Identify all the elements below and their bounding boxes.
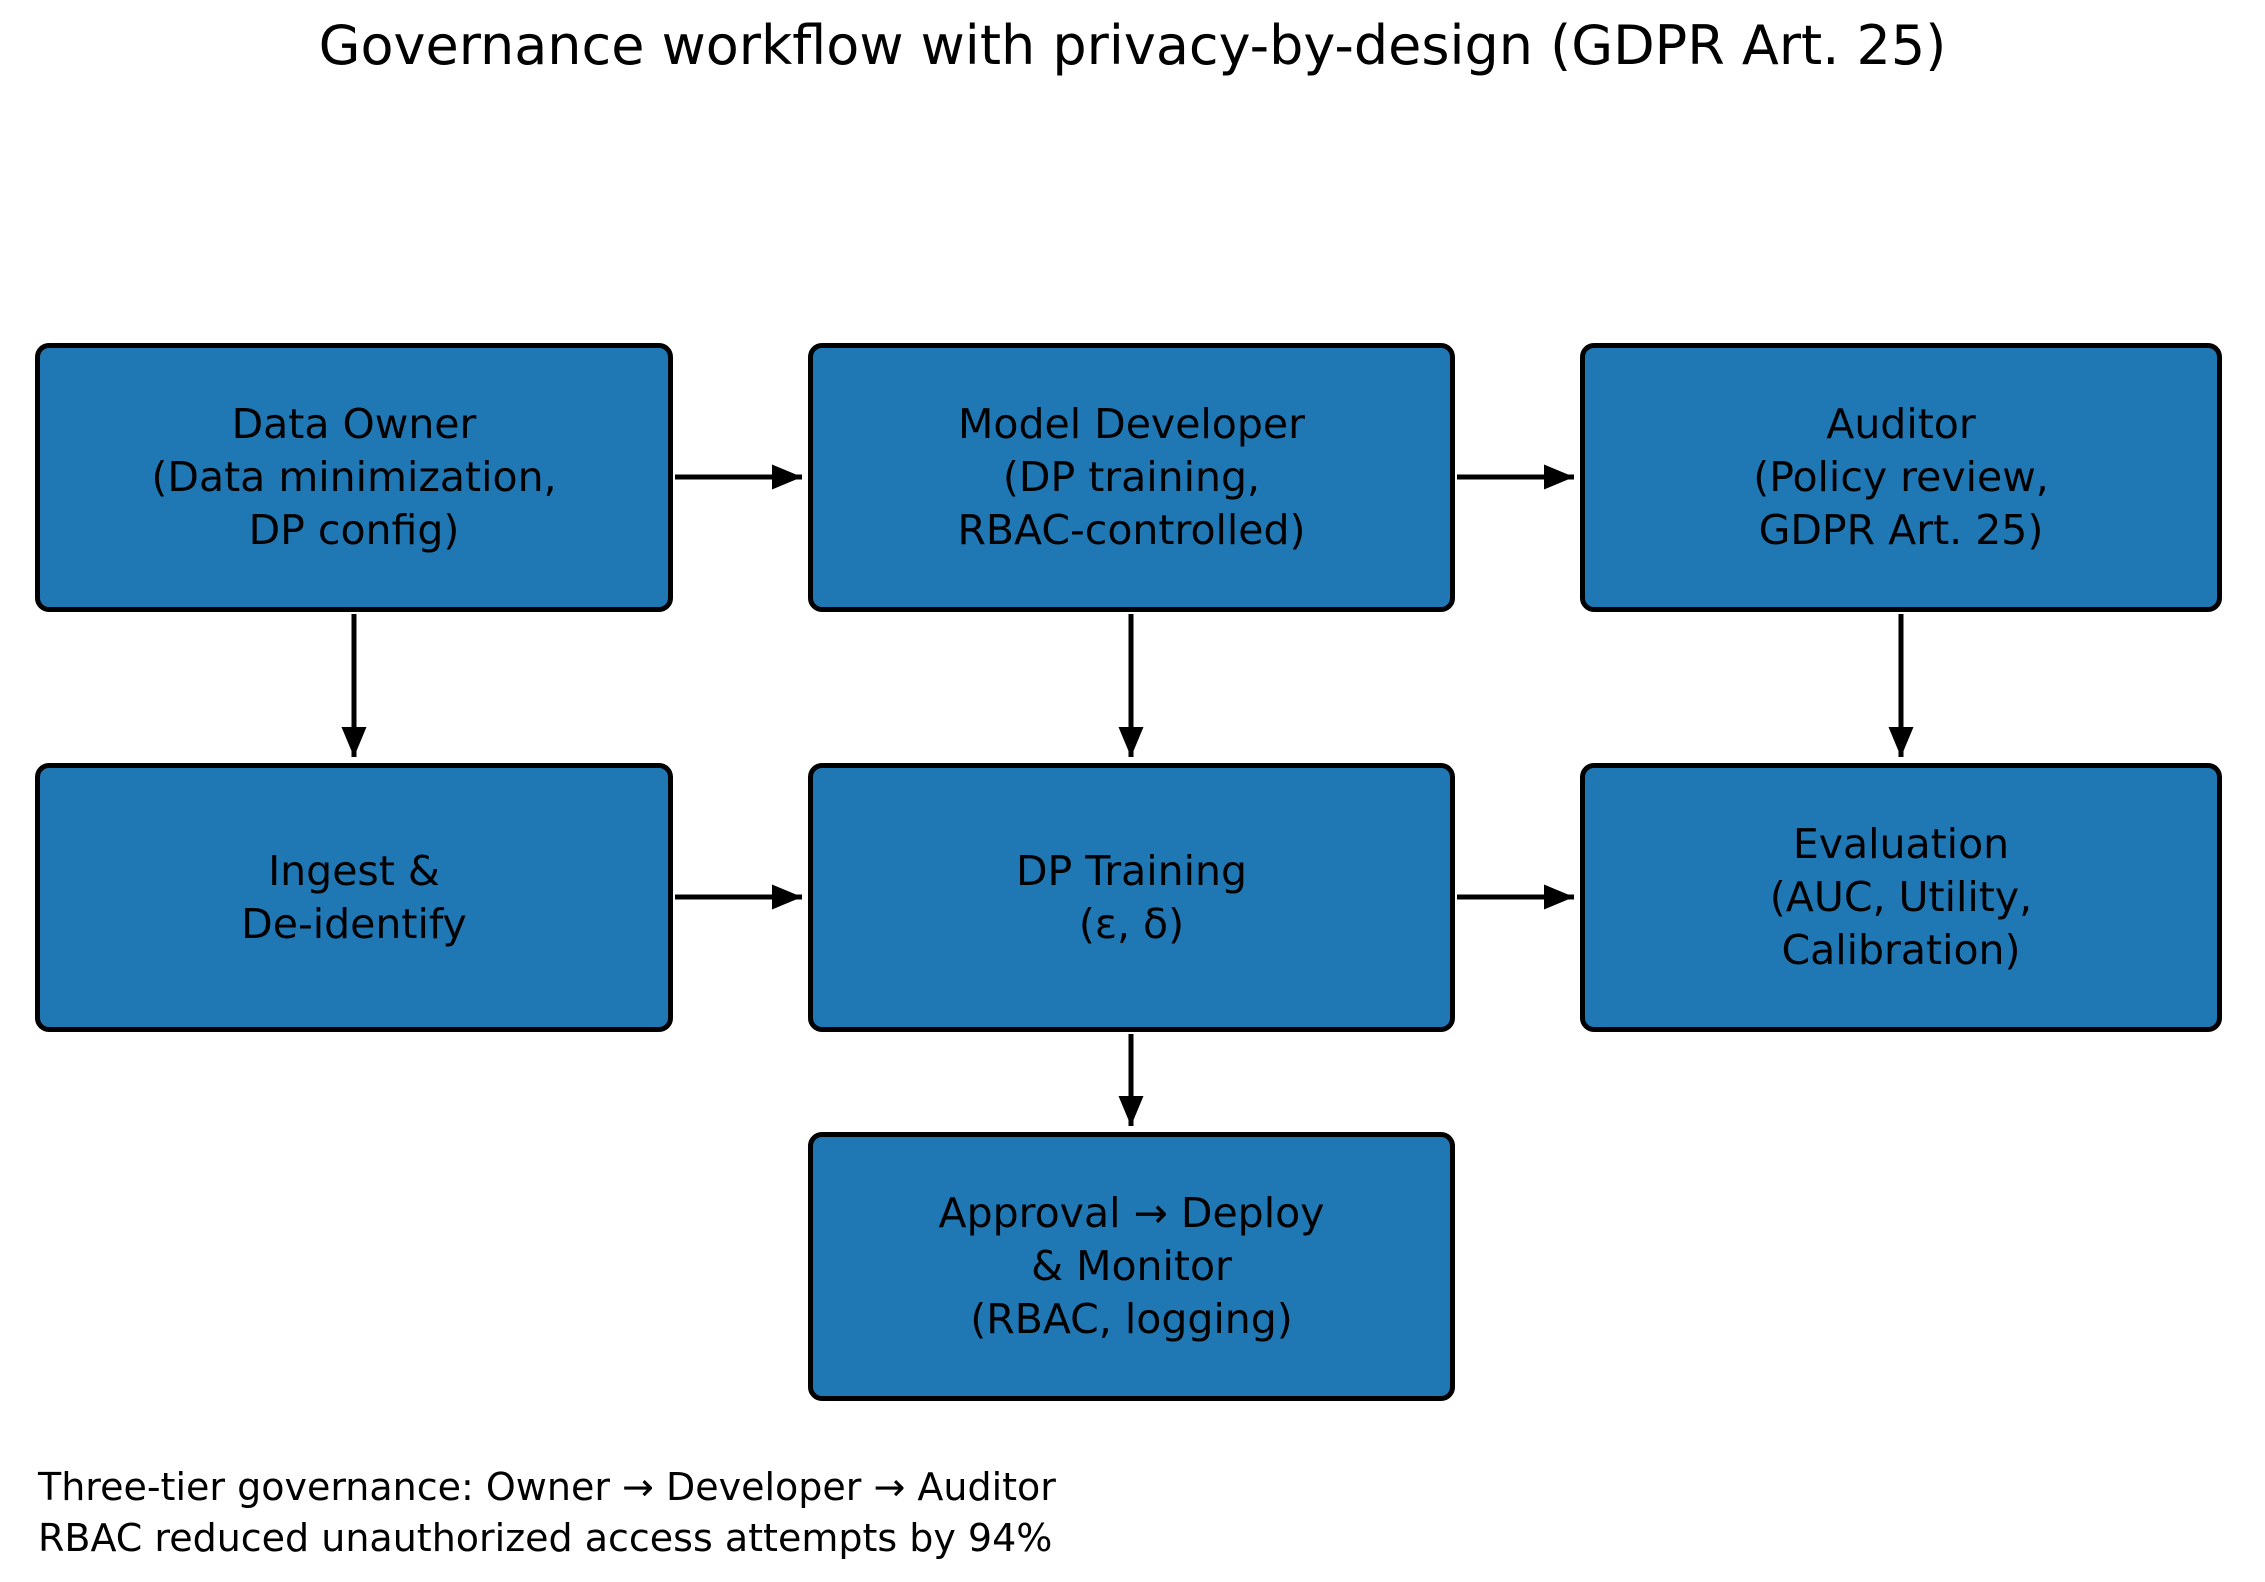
node-line: RBAC-controlled) [957, 506, 1306, 554]
node-line: GDPR Art. 25) [1758, 506, 2044, 554]
node-line: Approval → Deploy [938, 1189, 1325, 1237]
node-line: (Policy review, [1753, 453, 2049, 501]
figure-title: Governance workflow with privacy-by-desi… [318, 14, 1947, 77]
node-line: (DP training, [1002, 453, 1261, 501]
node-line: De-identify [241, 899, 467, 948]
node-line: DP Training [1015, 846, 1248, 895]
node-ingest-deidentify-label: Ingest & De-identify [241, 845, 467, 951]
footer-line-2: RBAC reduced unauthorized access attempt… [38, 1516, 1053, 1560]
node-approval-deploy-monitor-label: Approval → Deploy & Monitor (RBAC, loggi… [939, 1187, 1325, 1346]
node-model-developer-label: Model Developer (DP training, RBAC-contr… [957, 398, 1305, 557]
node-approval-deploy-monitor: Approval → Deploy & Monitor (RBAC, loggi… [808, 1132, 1455, 1401]
node-line: Auditor [1826, 400, 1976, 448]
node-dp-training-label: DP Training (ε, δ) [1016, 845, 1247, 951]
node-line: Data Owner [231, 400, 477, 448]
node-auditor: Auditor (Policy review, GDPR Art. 25) [1580, 343, 2222, 612]
node-line: (Data minimization, [151, 453, 557, 501]
node-model-developer: Model Developer (DP training, RBAC-contr… [808, 343, 1455, 612]
node-line: DP config) [248, 506, 460, 554]
node-auditor-label: Auditor (Policy review, GDPR Art. 25) [1753, 398, 2049, 557]
node-evaluation-label: Evaluation (AUC, Utility, Calibration) [1770, 818, 2032, 977]
node-data-owner: Data Owner (Data minimization, DP config… [35, 343, 673, 612]
node-data-owner-label: Data Owner (Data minimization, DP config… [151, 398, 556, 557]
node-dp-training: DP Training (ε, δ) [808, 763, 1455, 1032]
node-line: (ε, δ) [1078, 899, 1185, 948]
node-line: (RBAC, logging) [970, 1295, 1293, 1343]
footer-line-1: Three-tier governance: Owner → Developer… [38, 1465, 1056, 1509]
node-line: Ingest & [268, 846, 440, 895]
footer-note: Three-tier governance: Owner → Developer… [38, 1462, 1056, 1564]
node-line: (AUC, Utility, [1769, 873, 2033, 921]
node-ingest-deidentify: Ingest & De-identify [35, 763, 673, 1032]
node-line: Calibration) [1781, 926, 2021, 974]
node-line: & Monitor [1031, 1242, 1232, 1290]
node-evaluation: Evaluation (AUC, Utility, Calibration) [1580, 763, 2222, 1032]
node-line: Evaluation [1792, 820, 2010, 868]
node-line: Model Developer [958, 400, 1305, 448]
